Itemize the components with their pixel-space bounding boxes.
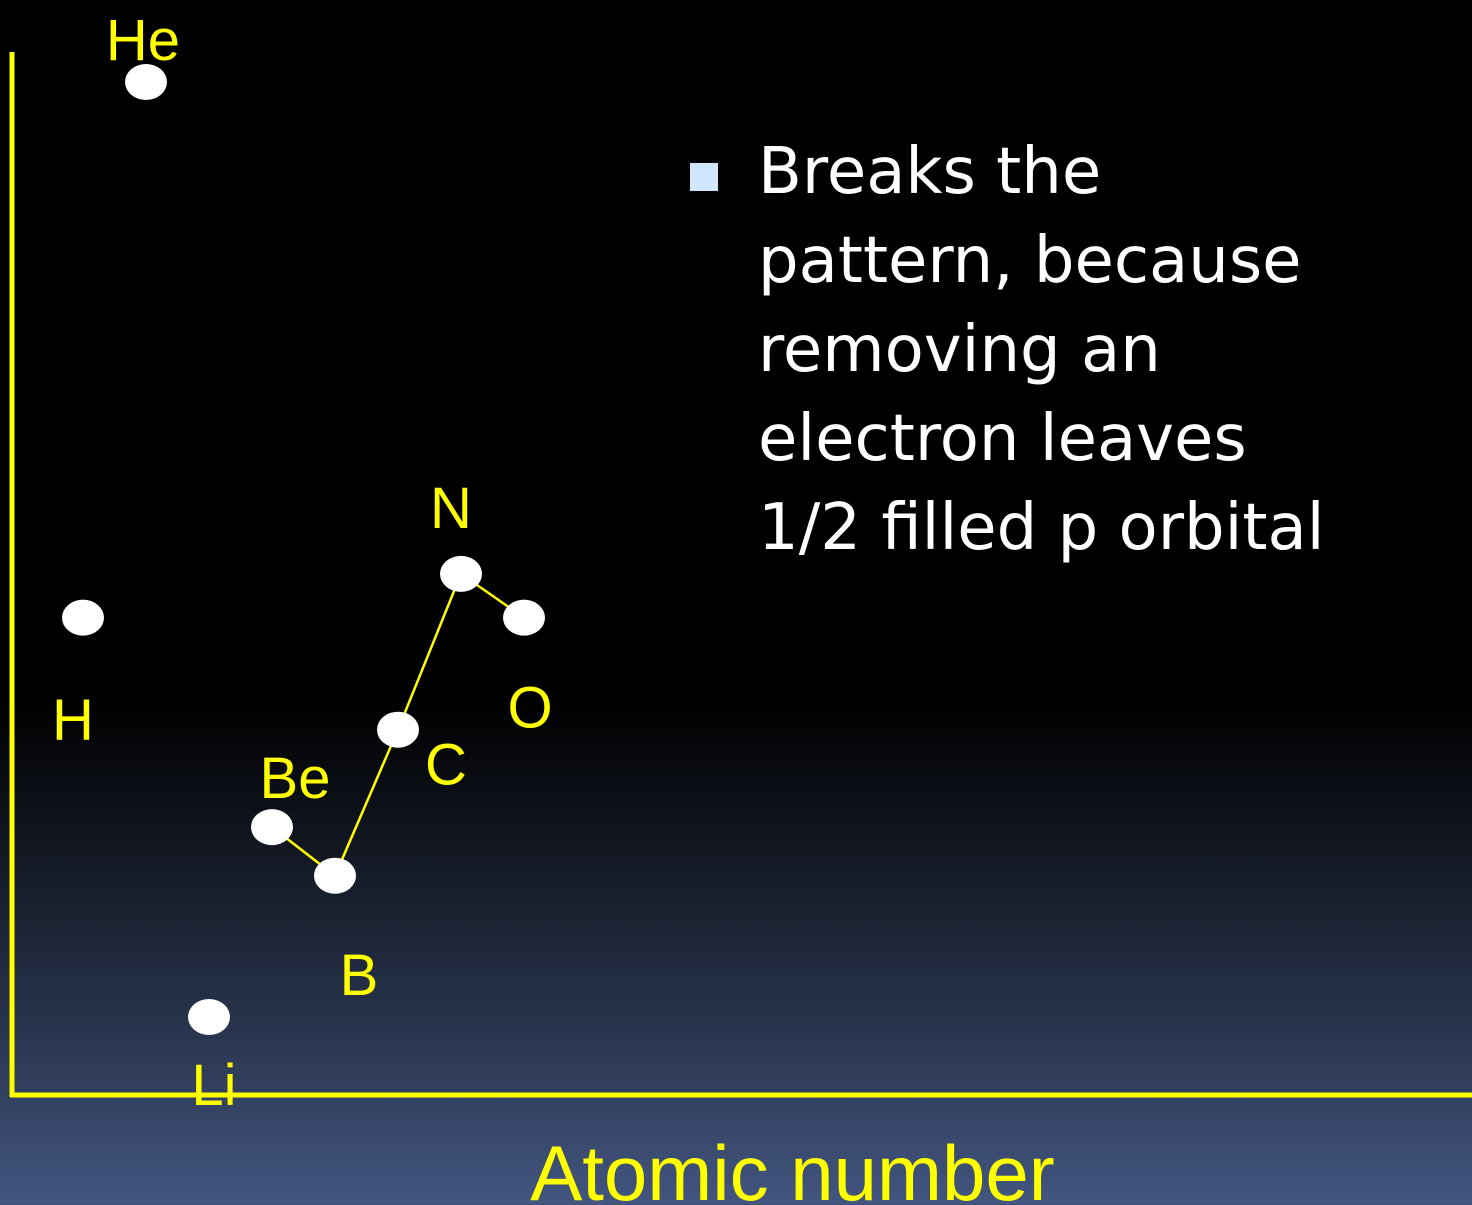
point-label-h: H: [52, 688, 94, 753]
point-label-be: Be: [260, 746, 331, 811]
data-point-he: [125, 63, 167, 100]
connector-line: [333, 729, 400, 877]
data-point-b: [314, 857, 356, 894]
point-label-li: Li: [191, 1053, 236, 1118]
data-point-li: [188, 999, 230, 1036]
point-label-o: O: [507, 676, 552, 741]
bullet-line: pattern, because: [758, 224, 1302, 298]
x-axis-label: Atomic number: [530, 1129, 1055, 1205]
point-label-b: B: [340, 943, 379, 1008]
bullet-text-block: Breaks the pattern, because removing an …: [690, 128, 1460, 573]
data-point-h: [62, 599, 104, 636]
bullet-line: 1/2 filled p orbital: [758, 491, 1325, 565]
data-point-n: [440, 555, 482, 592]
data-point-o: [503, 599, 545, 636]
bullet-line: removing an: [758, 313, 1161, 387]
data-point-c: [377, 711, 419, 748]
bullet-square-icon: [690, 163, 718, 191]
data-point-be: [251, 809, 293, 846]
data-points: [62, 63, 545, 1036]
point-label-n: N: [430, 476, 472, 541]
point-label-c: C: [425, 733, 467, 798]
point-label-he: He: [106, 8, 180, 73]
connector-line: [396, 573, 463, 731]
bullet-line: Breaks the: [758, 135, 1102, 209]
bullet-line: electron leaves: [758, 402, 1247, 476]
